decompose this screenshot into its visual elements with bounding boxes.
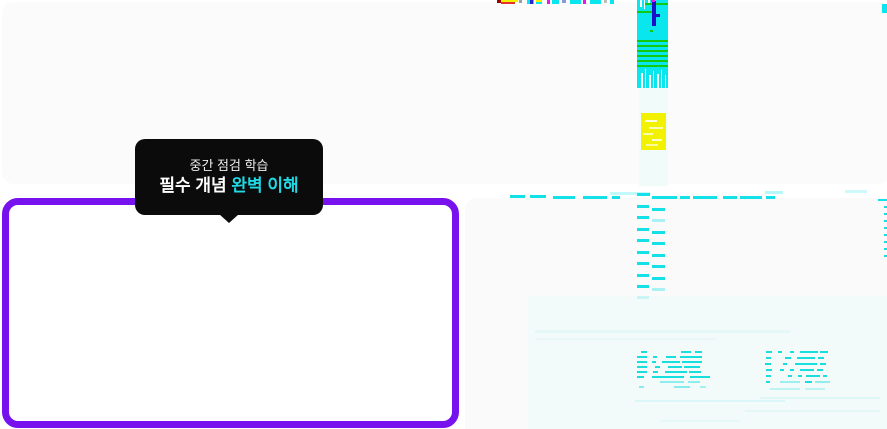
highlight-box[interactable] bbox=[2, 198, 459, 428]
tooltip-title-prefix: 필수 개념 bbox=[159, 176, 232, 196]
tooltip: 중간 점검 학습 필수 개념 완벽 이해 bbox=[135, 139, 323, 215]
tooltip-title: 필수 개념 완벽 이해 bbox=[159, 176, 298, 196]
tooltip-title-highlight: 완벽 이해 bbox=[231, 176, 299, 196]
side-panel bbox=[465, 198, 887, 429]
tooltip-subtitle: 중간 점검 학습 bbox=[189, 157, 269, 173]
